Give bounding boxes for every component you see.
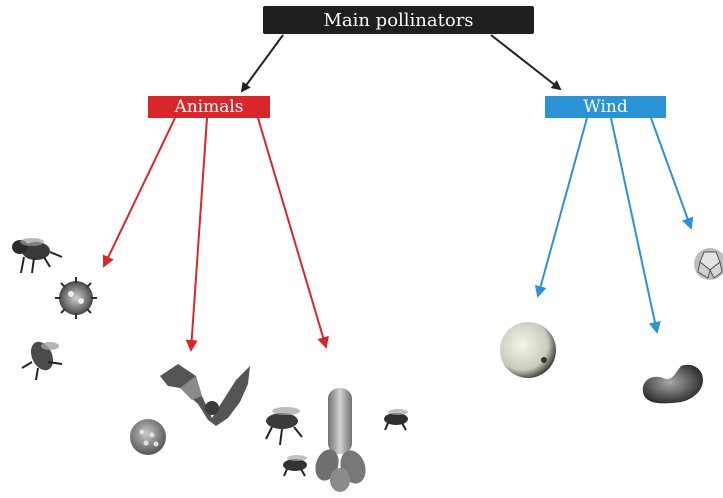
pollen-grain-icon (694, 248, 723, 280)
arrow-root-to-animals (242, 35, 283, 91)
arrow-wind-to-polyhedral-pollen (651, 118, 691, 228)
arrow-animals-to-bat (191, 118, 207, 350)
bee-icon (12, 238, 62, 273)
fly-icon (266, 407, 302, 445)
pollen-grain-icon (643, 365, 703, 404)
flower-icon (312, 388, 370, 492)
pollen-grain-icon (500, 322, 556, 378)
arrow-wind-to-round-pollen (538, 118, 587, 296)
pollen-grain-icon (130, 419, 166, 455)
fly-icon (384, 409, 408, 430)
fly-icon (283, 455, 307, 476)
bee-icon (22, 338, 62, 380)
arrow-wind-to-blob-pollen (611, 118, 657, 332)
arrow-animals-to-flies (258, 118, 326, 347)
arrow-animals-to-insects (104, 118, 175, 266)
pollen-grain-icon (55, 277, 97, 319)
bat-icon (160, 364, 250, 426)
arrow-root-to-wind (491, 35, 560, 89)
